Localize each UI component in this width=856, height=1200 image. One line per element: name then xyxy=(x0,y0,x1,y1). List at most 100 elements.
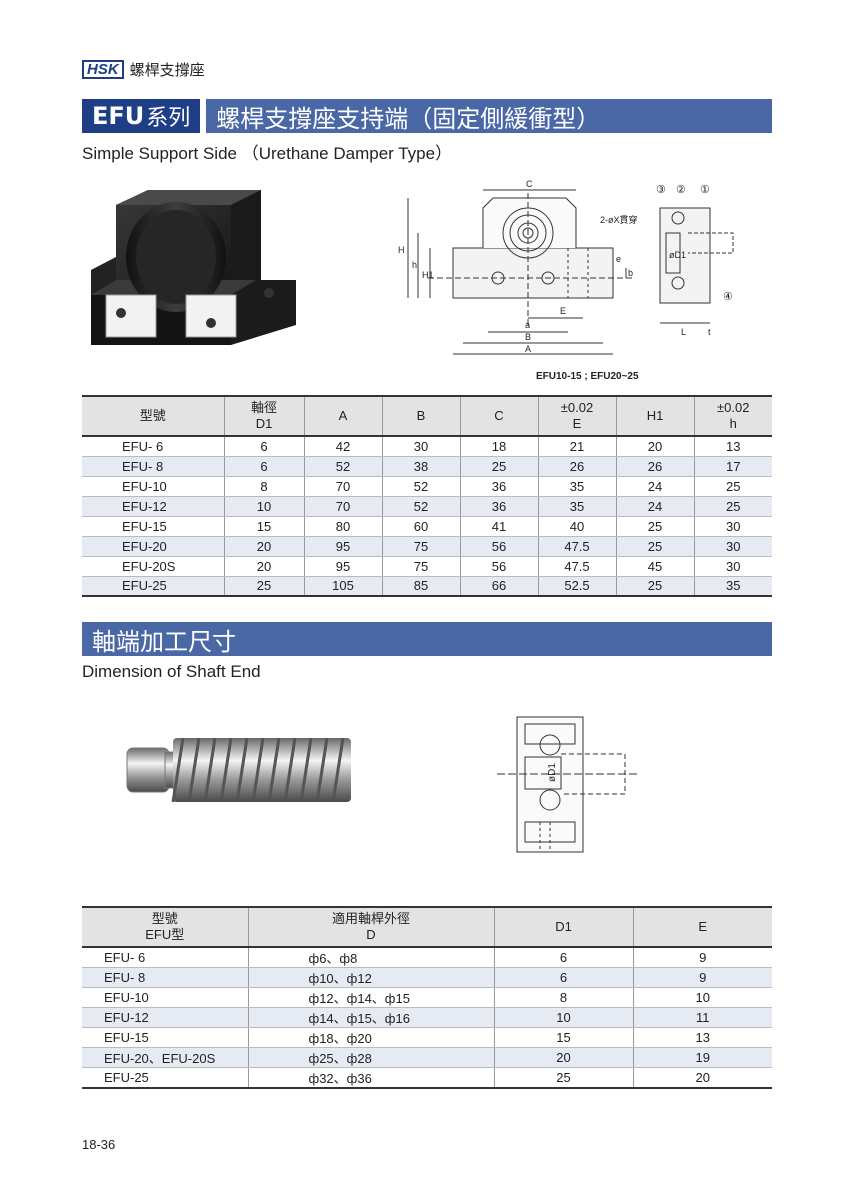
table-cell: 9 xyxy=(632,947,772,968)
series-code-text: EFU xyxy=(92,102,145,130)
table-cell: 8 xyxy=(223,476,305,497)
page-header: HSK 螺桿支撐座 xyxy=(82,58,205,80)
table-cell: 25 xyxy=(493,1067,634,1089)
table-cell: 6 xyxy=(223,456,305,477)
table-cell: 80 xyxy=(303,516,383,537)
callout-2: ② xyxy=(676,184,686,196)
table-cell: 95 xyxy=(303,536,383,557)
table-cell: 13 xyxy=(632,1027,772,1048)
table-cell: EFU-25 xyxy=(82,1067,249,1089)
section2-subtitle: Dimension of Shaft End xyxy=(82,662,261,681)
table-cell: 35 xyxy=(537,496,617,517)
table-cell: 6 xyxy=(493,947,634,968)
table-cell: 24 xyxy=(615,476,695,497)
section1-banner: EFU 系列 螺桿支撐座支持端（固定側緩衝型） xyxy=(82,99,772,133)
product-photo-screw-shaft xyxy=(126,737,351,803)
table-cell: 56 xyxy=(459,556,539,577)
dim-label-a: A xyxy=(525,344,531,354)
col-b: B xyxy=(381,395,461,437)
dim-label-l: L xyxy=(681,327,686,337)
callout-1: ① xyxy=(700,184,710,196)
dim-label-h1: H1 xyxy=(422,270,434,280)
table-cell: 52 xyxy=(381,476,461,497)
dim-label-e-cap: E xyxy=(560,306,566,316)
table-cell: 41 xyxy=(459,516,539,537)
table-cell: 11 xyxy=(632,1007,772,1028)
table-cell: 70 xyxy=(303,476,383,497)
header-title: 螺桿支撐座 xyxy=(129,60,205,79)
table-cell: 38 xyxy=(381,456,461,477)
table-cell: 10 xyxy=(493,1007,634,1028)
table-cell: 30 xyxy=(381,436,461,457)
banner-separator xyxy=(200,99,207,133)
table-cell: ф6、ф8 xyxy=(247,947,495,968)
table-cell: 26 xyxy=(537,456,617,477)
table-cell: 20 xyxy=(632,1067,772,1089)
table-cell: 30 xyxy=(693,556,772,577)
technical-drawing-shaft-end: øD1 xyxy=(497,716,640,853)
table-cell: 52.5 xyxy=(537,576,617,597)
table-cell: 25 xyxy=(223,576,305,597)
dim-label-h-upper: H xyxy=(398,245,405,255)
table-cell: ф10、ф12 xyxy=(247,967,495,988)
table-cell: 15 xyxy=(493,1027,634,1048)
col-a: A xyxy=(303,395,383,437)
table-cell: 42 xyxy=(303,436,383,457)
table-cell: EFU- 8 xyxy=(82,967,249,988)
section1-title: 螺桿支撐座支持端（固定側緩衝型） xyxy=(206,99,772,133)
table-cell: 25 xyxy=(459,456,539,477)
table-cell: 25 xyxy=(615,536,695,557)
col-d1: D1 xyxy=(493,906,634,948)
table-cell: EFU-20、EFU-20S xyxy=(82,1047,249,1068)
table-cell: 52 xyxy=(303,456,383,477)
table-cell: ф18、ф20 xyxy=(247,1027,495,1048)
table-cell: EFU-15 xyxy=(82,1027,249,1048)
table-cell: 85 xyxy=(381,576,461,597)
dim-label-b-small: b xyxy=(628,268,633,278)
table-cell: 25 xyxy=(693,476,772,497)
table-cell: 30 xyxy=(693,516,772,537)
callout-3: ③ xyxy=(656,184,666,196)
col-h1: H1 xyxy=(615,395,695,437)
table-cell: 35 xyxy=(537,476,617,497)
table-cell: 95 xyxy=(303,556,383,577)
table-cell: 10 xyxy=(223,496,305,517)
table-cell: 60 xyxy=(381,516,461,537)
table-cell: 17 xyxy=(693,456,772,477)
table-cell: EFU-20S xyxy=(82,556,225,577)
table-cell: 19 xyxy=(632,1047,772,1068)
table-cell: 35 xyxy=(693,576,772,597)
table-cell: 75 xyxy=(381,556,461,577)
page-number: 18-36 xyxy=(82,1137,116,1152)
table-cell: 6 xyxy=(493,967,634,988)
col-model: 型號 xyxy=(82,395,225,437)
table-cell: 20 xyxy=(493,1047,634,1068)
table-cell: 9 xyxy=(632,967,772,988)
table-cell: 20 xyxy=(615,436,695,457)
table-cell: 25 xyxy=(615,516,695,537)
series-code: EFU 系列 xyxy=(82,99,201,133)
table-cell: ф12、ф14、ф15 xyxy=(247,987,495,1008)
table-cell: ф14、ф15、ф16 xyxy=(247,1007,495,1028)
table-cell: EFU-12 xyxy=(82,496,225,517)
brand-logo: HSK xyxy=(82,59,124,79)
